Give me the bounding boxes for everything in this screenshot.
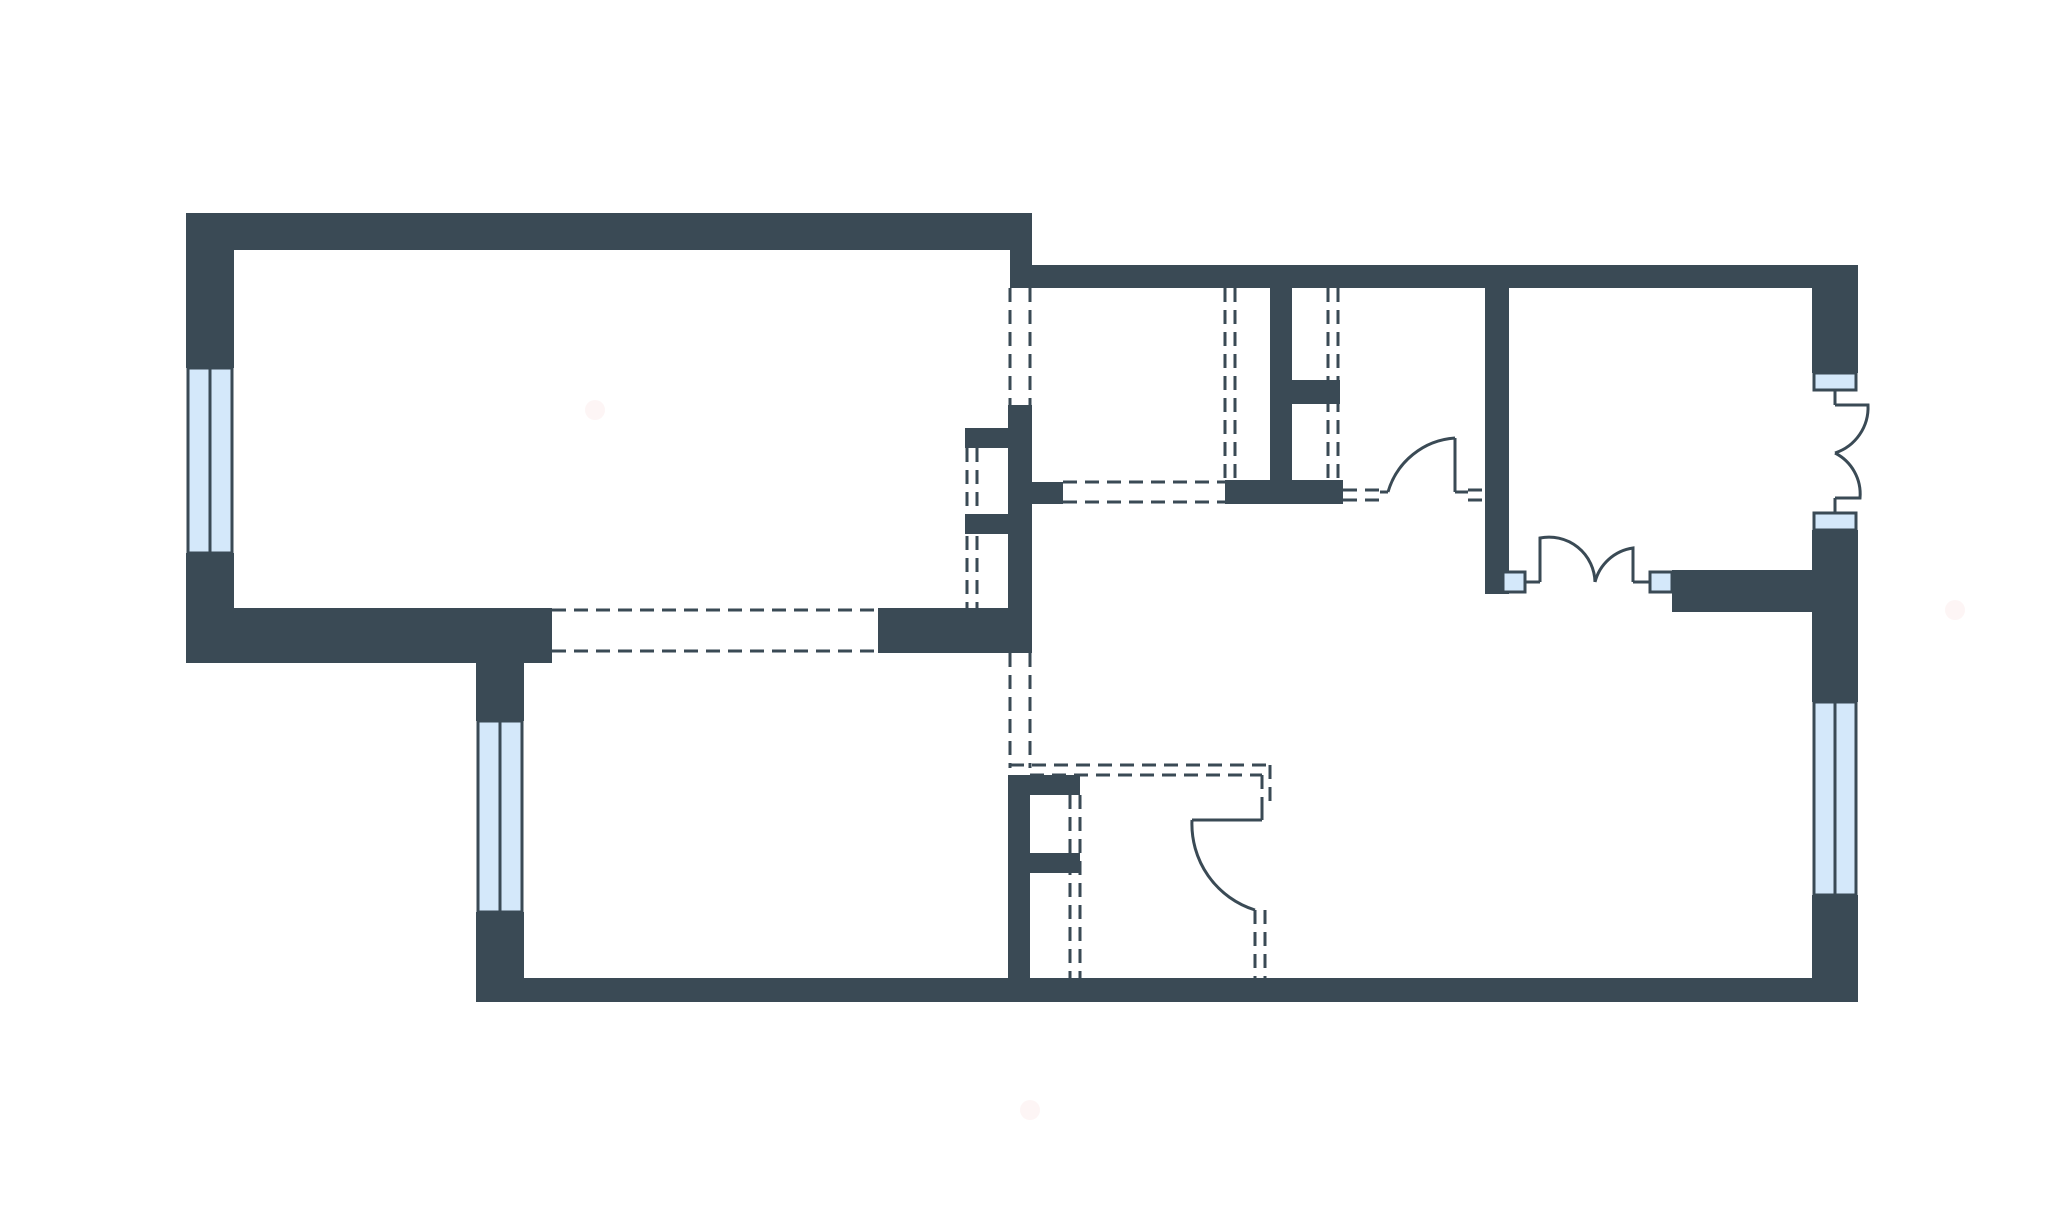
wall-bottom [476,978,1858,1002]
wall-top-left-room [186,213,1030,250]
wall-left-outer-upper [186,213,234,368]
doors [1190,390,1870,912]
wall-center-stub-upper [965,428,1008,448]
walls [186,213,1858,1002]
wall-closet-vertical [1270,286,1292,482]
wall-lower-left-lower [476,912,524,1002]
dashed-partitions [552,288,1485,978]
door-jamb-bath-left [1501,570,1527,594]
ghost-mark-3 [1020,1100,1040,1120]
wall-center-bottom-block [878,608,1032,653]
door-bathroom-double [1525,535,1650,584]
window-left-upper [186,366,234,555]
ghost-marks [585,400,1965,1120]
wall-right-outer-top [1812,265,1858,373]
wall-lower-closet-vertical [1008,775,1030,1002]
wall-top-right [1010,265,1858,288]
ghost-mark-2 [1945,600,1965,620]
wall-lower-left-upper [476,653,524,721]
windows [186,366,1858,914]
wall-lower-closet-top [1008,775,1080,795]
door-jamb-right-bottom [1812,511,1858,532]
window-right [1812,700,1858,897]
wall-bath-bottom-left [1485,572,1503,594]
door-exterior-right [1833,390,1870,513]
wall-closet-bottom [1225,480,1343,504]
wall-center-horizontal-stub [1030,482,1063,504]
wall-right-outer-mid [1812,530,1858,702]
ghost-mark-1 [585,400,605,420]
wall-center-stub-lower [965,514,1008,534]
door-lower-closet [1190,808,1264,912]
wall-lower-closet-mid [1008,853,1080,873]
window-left-lower [476,719,524,914]
wall-closet-stub [1292,380,1340,404]
wall-bath-bottom-right [1672,570,1858,612]
wall-bath-left [1485,286,1509,594]
door-corridor-top [1380,436,1468,494]
door-jamb-bath-right [1648,570,1674,594]
door-jamb-right-top [1812,371,1858,392]
